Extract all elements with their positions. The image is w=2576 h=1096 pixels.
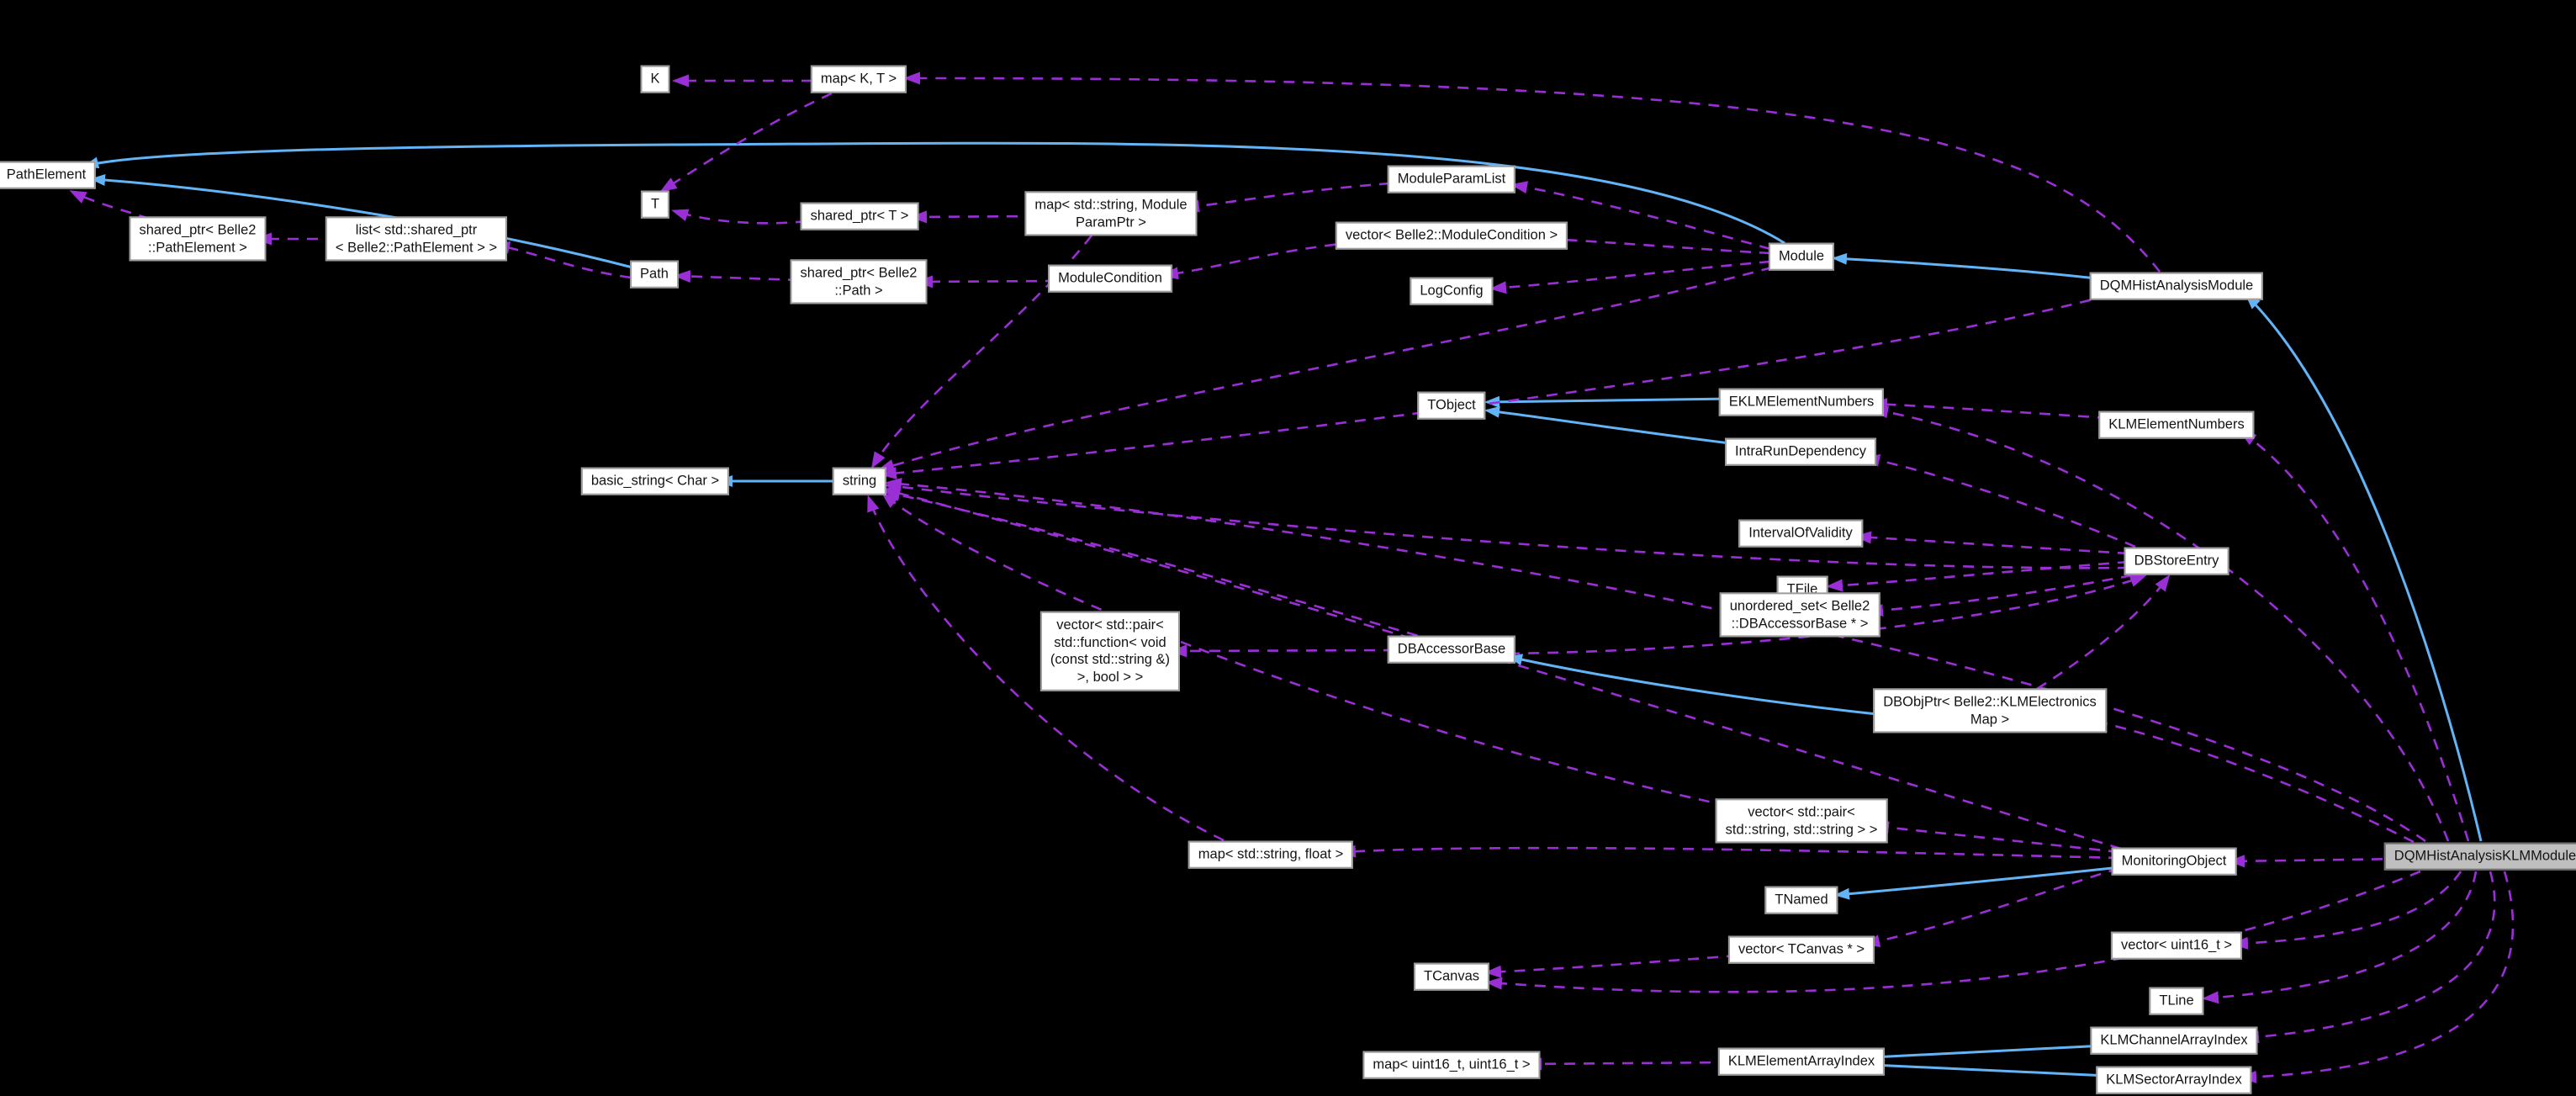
edge-usage-dqm_hist_analysis_module-to-string [880,294,2110,479]
class-node-tline[interactable]: TLine [2149,987,2204,1015]
class-node-klm_sector_array_index[interactable]: KLMSectorArrayIndex [2096,1066,2252,1094]
class-node-db_store_entry[interactable]: DBStoreEntry [2124,547,2230,575]
edge-usage-module_condition-to-shared_ptr_belle2_path [916,275,1057,289]
edge-usage-db_store_entry-to-string [884,480,2129,569]
class-node-interval_of_validity[interactable]: IntervalOfValidity [1738,519,1863,548]
class-node-string[interactable]: string [832,467,887,495]
class-node-monitoring_object[interactable]: MonitoringObject [2111,847,2237,876]
edge-usage-dqm_hist_analysis_module-to-map_k_t [903,71,2161,273]
class-node-unordered_set_dbaccessor[interactable]: unordered_set< Belle2 ::DBAccessorBase *… [1719,592,1880,638]
edge-usage-module-to-log_config [1489,260,1771,294]
edge-usage-db_store_entry-to-intra_run_dependency [1863,454,2136,548]
class-node-klm_channel_array_index[interactable]: KLMChannelArrayIndex [2090,1026,2258,1055]
edge-usage-dqm_hist_analysis_klm_module-to-monitoring_object [2228,855,2403,868]
edge-usage-vector_pair_string_string-to-string [881,492,1729,807]
class-node-tnamed[interactable]: TNamed [1764,886,1838,914]
class-node-tobject[interactable]: TObject [1417,391,1486,420]
class-node-vector_pair_string_string[interactable]: vector< std::pair< std::string, std::str… [1715,798,1888,844]
edge-usage-module-to-module_param_list [1510,181,1771,251]
class-node-shared_ptr_t[interactable]: shared_ptr< T > [800,202,919,230]
edge-usage-db_accessor_base-to-vector_pair_function [1170,644,1395,658]
edge-usage-monitoring_object-to-vector_pair_string_string [1872,821,2120,854]
class-node-module_condition[interactable]: ModuleCondition [1048,264,1172,293]
edge-usage-map_string_moduleparamptr-to-shared_ptr_t [910,210,1038,224]
edge-usage-dqm_hist_analysis_klm_module-to-dbobjptr_klm_electronics [2087,717,2415,844]
edge-usage-dqm_hist_analysis_klm_module-to-tline [2202,871,2478,1004]
class-node-vector_module_condition[interactable]: vector< Belle2::ModuleCondition > [1335,221,1568,250]
edge-usage-monitoring_object-to-string [883,489,2122,850]
class-node-eklm_element_numbers[interactable]: EKLMElementNumbers [1718,388,1885,416]
edge-usage-path-to-list_shared_ptr_pathelement [493,241,632,279]
class-node-module[interactable]: Module [1768,242,1835,271]
class-node-vector_uint16[interactable]: vector< uint16_t > [2110,931,2243,960]
edge-inheritance-dbobjptr_klm_electronics-to-db_accessor_base [1507,654,1893,717]
class-node-k[interactable]: K [640,65,670,93]
class-node-klm_element_numbers[interactable]: KLMElementNumbers [2098,410,2255,439]
edge-inheritance-klm_sector_array_index-to-klm_element_array_index [1870,1059,2108,1077]
class-node-module_param_list[interactable]: ModuleParamList [1387,165,1516,193]
class-node-vector_tcanvas[interactable]: vector< TCanvas * > [1727,935,1875,964]
edge-inheritance-path-to-path_element [90,174,633,269]
edge-usage-vector_tcanvas-to-tcanvas [1484,954,1738,978]
edge-inheritance-eklm_element_numbers-to-tobject [1484,395,1732,408]
class-node-shared_ptr_belle2_pathelement[interactable]: shared_ptr< Belle2 ::PathElement > [129,216,267,262]
edge-inheritance-klm_channel_array_index-to-klm_element_array_index [1870,1044,2106,1063]
edge-usage-db_accessor_base-to-string [881,486,1412,640]
edge-usage-dqm_hist_analysis_klm_module-to-klm_sector_array_index [2240,871,2515,1083]
edge-usage-dqm_hist_analysis_klm_module-to-klm_element_numbers [2239,430,2470,842]
edge-usage-klm_element_array_index-to-map_uint16_uint16 [1525,1057,1731,1071]
edge-usage-module-to-vector_module_condition [1546,233,1771,255]
edge-usage-db_store_entry-to-interval_of_validity [1854,531,2129,555]
class-node-path_element[interactable]: PathElement [0,161,97,189]
edge-usage-module-to-string [877,266,1773,472]
edge-usage-dqm_hist_analysis_klm_module-to-string [885,477,2426,843]
class-node-klm_element_array_index[interactable]: KLMElementArrayIndex [1717,1047,1886,1076]
edge-inheritance-dqm_hist_analysis_klm_module-to-dqm_hist_analysis_module [2245,294,2483,842]
class-node-vector_pair_function[interactable]: vector< std::pair< std::function< void (… [1039,611,1181,691]
edge-usage-klm_element_numbers-to-eklm_element_numbers [1870,398,2109,420]
class-node-log_config[interactable]: LogConfig [1410,277,1494,305]
class-node-map_string_float[interactable]: map< std::string, float > [1187,840,1354,869]
edge-usage-shared_ptr_t-to-t [671,209,807,225]
class-node-list_shared_ptr_pathelement[interactable]: list< std::shared_ptr < Belle2::PathElem… [325,216,508,262]
edge-usage-db_store_entry-to-tfile [1826,560,2129,592]
edge-usage-db_accessor_base-to-db_store_entry [1508,574,2147,655]
edge-usage-dbobjptr_klm_electronics-to-db_store_entry [2036,574,2171,691]
edge-usage-module_param_list-to-map_string_moduleparamptr [1182,182,1391,213]
class-node-dqm_hist_analysis_module[interactable]: DQMHistAnalysisModule [2089,272,2264,300]
edge-usage-map_k_t-to-t [659,92,833,193]
edge-inheritance-dqm_hist_analysis_module-to-module [1832,252,2104,281]
class-node-shared_ptr_belle2_path[interactable]: shared_ptr< Belle2 ::Path > [790,259,928,304]
class-node-tcanvas[interactable]: TCanvas [1413,962,1490,991]
edge-usage-dqm_hist_analysis_klm_module-to-klm_channel_array_index [2242,871,2496,1044]
edge-inheritance-monitoring_object-to-tnamed [1834,866,2121,900]
class-node-t[interactable]: T [640,190,670,219]
class-node-map_string_moduleparamptr[interactable]: map< std::string, Module ParamPtr > [1024,191,1198,236]
edge-usage-shared_ptr_belle2_path-to-path [674,270,800,283]
edge-usage-vector_module_condition-to-module_condition [1161,241,1356,280]
class-node-path[interactable]: Path [630,260,679,289]
edge-usage-monitoring_object-to-map_string_float [1339,845,2120,860]
class-node-db_accessor_base[interactable]: DBAccessorBase [1387,635,1516,664]
main-class-node-dqm_hist_analysis_klm_module[interactable]: DQMHistAnalysisKLMModule [2383,842,2576,871]
class-node-map_uint16_uint16[interactable]: map< uint16_t, uint16_t > [1362,1051,1541,1079]
edge-usage-shared_ptr_belle2_pathelement-to-path_element [69,190,151,220]
edge-inheritance-module-to-path_element [83,141,1785,245]
class-node-dbobjptr_klm_electronics[interactable]: DBObjPtr< Belle2::KLMElectronics Map > [1873,688,2107,733]
edge-usage-dqm_hist_analysis_klm_module-to-vector_uint16 [2231,871,2462,950]
class-node-intra_run_dependency[interactable]: IntraRunDependency [1725,437,1876,466]
class-node-basic_string_char[interactable]: basic_string< Char > [580,467,730,495]
class-node-map_k_t[interactable]: map< K, T > [810,65,907,93]
edge-usage-dqm_hist_analysis_klm_module-to-eklm_element_numbers [1871,405,2450,842]
edge-inheritance-intra_run_dependency-to-tobject [1484,405,1738,446]
edge-usage-db_store_entry-to-unordered_set_dbaccessor [1866,574,2133,617]
edge-usage-dqm_hist_analysis_klm_module-to-tcanvas [1485,870,2421,993]
edge-usage-map_string_float-to-string [867,495,1225,842]
edge-usage-monitoring_object-to-vector_tcanvas [1863,866,2120,947]
